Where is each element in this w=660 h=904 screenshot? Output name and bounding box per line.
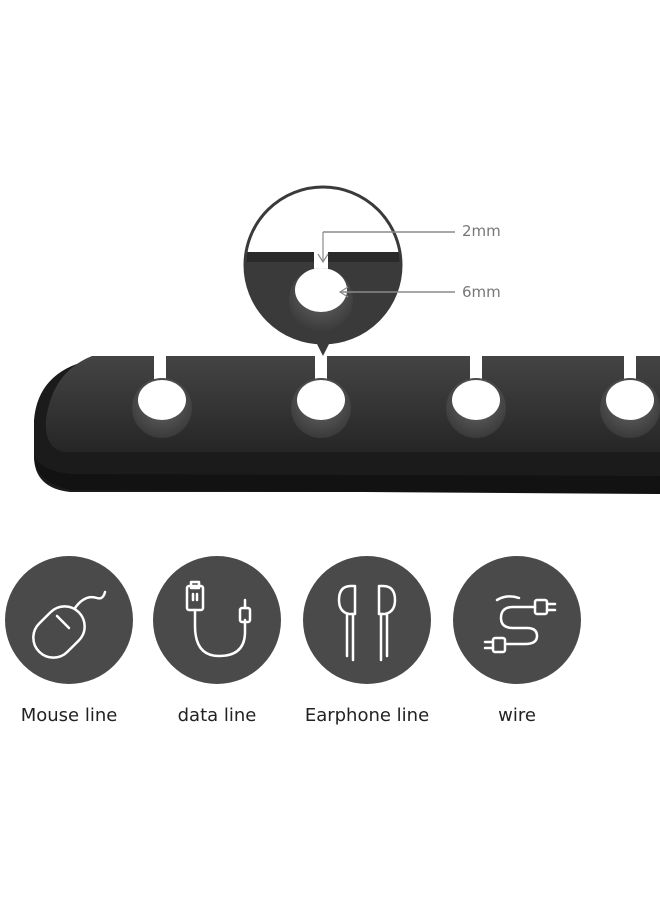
cable-slot-1 <box>132 352 192 438</box>
icon-label: wire <box>498 705 536 726</box>
slot-gap-label: 2mm <box>462 222 501 240</box>
icon-disc <box>5 556 133 684</box>
icon-item-wire: wire <box>452 556 582 726</box>
icon-item-mouse: Mouse line <box>4 556 134 726</box>
icon-disc <box>153 556 281 684</box>
cable-slot-2 <box>291 352 351 438</box>
mouse-icon <box>32 590 107 659</box>
icon-label: Earphone line <box>304 705 430 726</box>
icon-item-earphone: Earphone line <box>302 556 432 726</box>
icon-item-data-line: data line <box>152 556 282 726</box>
cable-slot-4 <box>600 352 660 438</box>
icon-label: Mouse line <box>20 705 118 726</box>
cable-slot-3 <box>446 352 506 438</box>
wire-plug-icon <box>483 595 557 654</box>
hole-diameter-label: 6mm <box>462 283 501 301</box>
icon-disc <box>303 556 431 684</box>
icon-disc <box>453 556 581 684</box>
icon-label: data line <box>177 705 257 726</box>
cable-organizer <box>34 352 660 494</box>
magnified-slot-callout <box>243 185 455 356</box>
cable-organizer-illustration <box>34 185 660 494</box>
usb-cable-icon <box>185 580 252 658</box>
earphone-icon <box>337 584 397 662</box>
